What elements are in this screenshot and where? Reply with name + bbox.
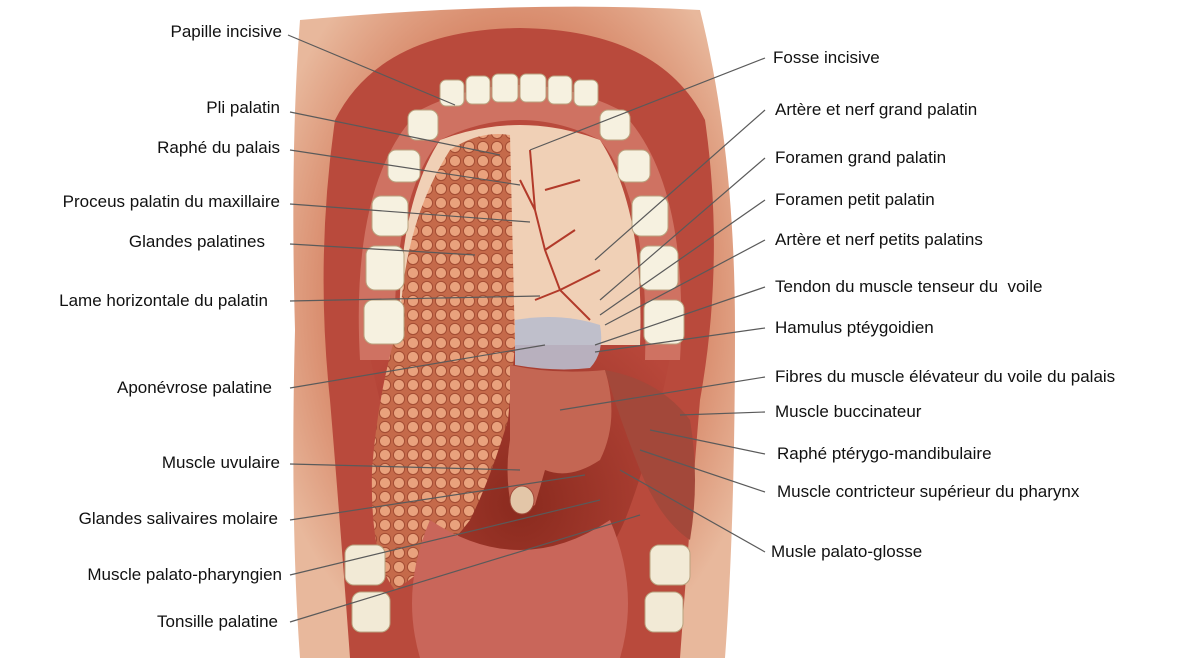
label-aponevrose-palatine: Aponévrose palatine bbox=[117, 378, 272, 398]
label-glandes-palatines: Glandes palatines bbox=[129, 232, 265, 252]
label-muscle-buccinateur: Muscle buccinateur bbox=[775, 402, 921, 422]
label-pli-palatin: Pli palatin bbox=[206, 98, 280, 118]
label-muscle-constricteur: Muscle contricteur supérieur du pharynx bbox=[777, 482, 1079, 502]
label-artere-nerf-petits-palatins: Artère et nerf petits palatins bbox=[775, 230, 983, 250]
label-foramen-petit-palatin: Foramen petit palatin bbox=[775, 190, 935, 210]
label-tonsille-palatine: Tonsille palatine bbox=[157, 612, 278, 632]
label-glandes-salivaires: Glandes salivaires molaire bbox=[79, 509, 278, 529]
label-lame-horizontale: Lame horizontale du palatin bbox=[59, 291, 268, 311]
label-raphe-pterygo-mandibulaire: Raphé ptérygo-mandibulaire bbox=[777, 444, 992, 464]
label-hamulus: Hamulus ptéygoidien bbox=[775, 318, 934, 338]
label-papille-incisive: Papille incisive bbox=[171, 22, 283, 42]
label-fosse-incisive: Fosse incisive bbox=[773, 48, 880, 68]
label-artere-nerf-grand-palatin: Artère et nerf grand palatin bbox=[775, 100, 977, 120]
label-foramen-grand-palatin: Foramen grand palatin bbox=[775, 148, 946, 168]
uvula bbox=[510, 486, 534, 514]
label-raphe-du-palais: Raphé du palais bbox=[157, 138, 280, 158]
label-proceus-palatin: Proceus palatin du maxillaire bbox=[63, 192, 280, 212]
label-muscle-uvulaire: Muscle uvulaire bbox=[162, 453, 280, 473]
label-fibres-elevateur: Fibres du muscle élévateur du voile du p… bbox=[775, 367, 1115, 387]
label-tendon-tenseur-voile: Tendon du muscle tenseur du voile bbox=[775, 277, 1042, 297]
palatine-aponeurosis bbox=[515, 317, 601, 370]
label-muscle-palato-pharyngien: Muscle palato-pharyngien bbox=[87, 565, 282, 585]
label-muscle-palato-glosse: Musle palato-glosse bbox=[771, 542, 922, 562]
